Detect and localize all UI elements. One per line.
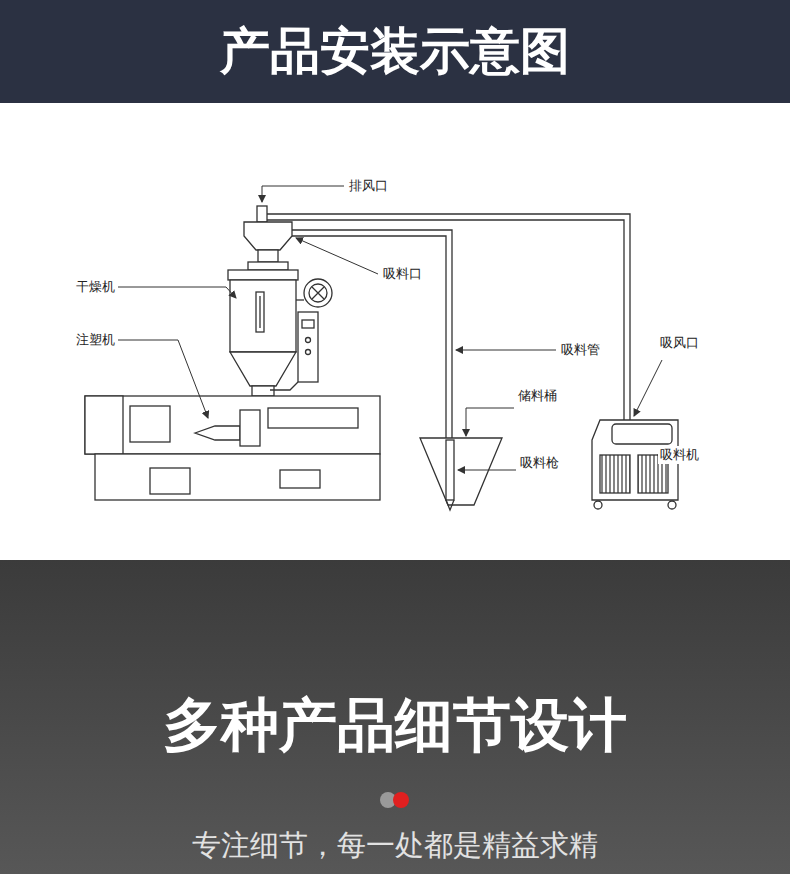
part-label: 吸料机 bbox=[658, 446, 701, 464]
part-label: 吸料管 bbox=[559, 341, 602, 359]
section-subtitle: 专注细节，每一处都是精益求精 bbox=[10, 826, 780, 864]
text-band: 多种产品细节设计专注细节，每一处都是精益求精 bbox=[0, 560, 790, 874]
title-holder: 产品安装示意图 bbox=[0, 0, 790, 103]
part-label: 排风口 bbox=[347, 177, 390, 195]
part-label: 吸料枪 bbox=[518, 454, 561, 472]
part-label: 储料桶 bbox=[516, 387, 559, 405]
page-title: 产品安装示意图 bbox=[0, 20, 790, 82]
part-label: 注塑机 bbox=[74, 331, 117, 349]
part-label: 吸料口 bbox=[381, 265, 424, 283]
part-label: 吸风口 bbox=[658, 334, 701, 352]
part-label: 干燥机 bbox=[74, 278, 117, 296]
section-heading: 多种产品细节设计 bbox=[10, 690, 780, 760]
